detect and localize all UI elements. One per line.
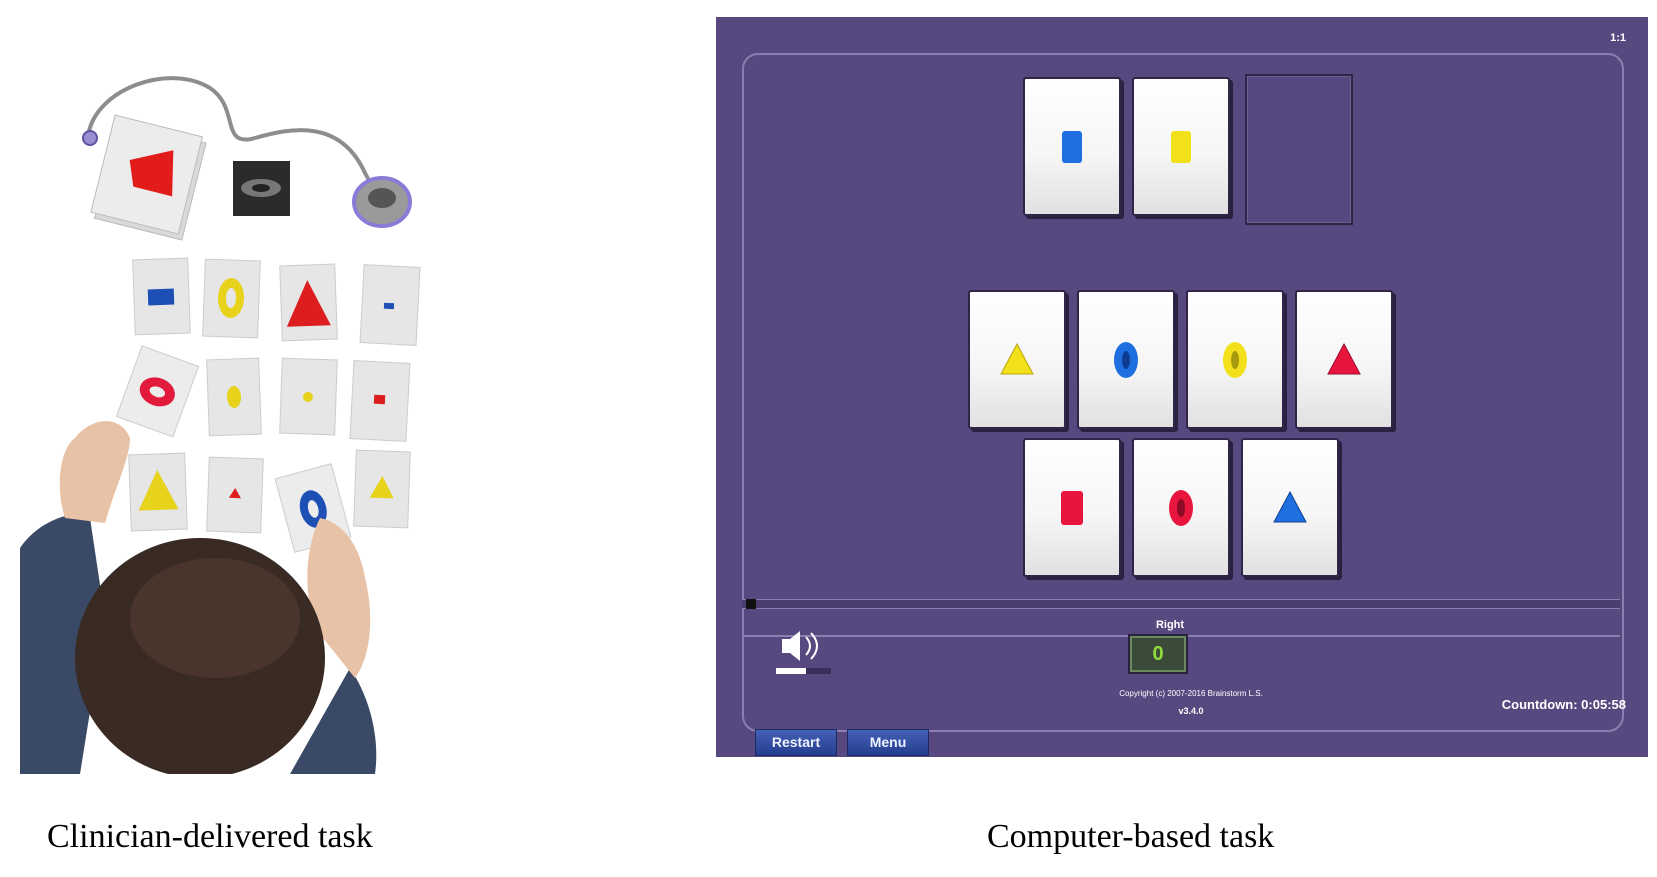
level-indicator: 1:1 <box>1610 32 1626 44</box>
card-deck <box>90 114 207 241</box>
blue-ring-icon <box>1114 341 1138 378</box>
person-figure <box>20 421 377 774</box>
game-screen: 1:1 Right 0 Restart <box>716 17 1648 757</box>
restart-button[interactable]: Restart <box>755 729 837 756</box>
speaker-icon[interactable] <box>776 627 836 677</box>
empty-card-slot[interactable] <box>1245 74 1353 225</box>
yellow-cylinder-icon <box>1171 130 1191 163</box>
red-cone-icon <box>1327 342 1361 374</box>
left-caption: Clinician-delivered task <box>47 818 373 855</box>
headset-cable <box>86 76 392 205</box>
copyright-text: Copyright (c) 2007-2016 Brainstorm L.S. <box>1119 689 1263 698</box>
version-text: v3.4.0 <box>1178 706 1204 716</box>
choice-card-2[interactable] <box>1077 290 1175 429</box>
right-caption: Computer-based task <box>987 818 1275 855</box>
choice-card-1[interactable] <box>968 290 1066 429</box>
cable-plug <box>82 130 98 146</box>
red-ring-icon <box>1169 489 1193 526</box>
photo-card-grid <box>115 257 421 553</box>
menu-button[interactable]: Menu <box>847 729 929 756</box>
progress-track <box>742 599 1620 609</box>
choice-card-5[interactable] <box>1023 438 1121 577</box>
countdown-timer: Countdown: 0:05:58 <box>1501 697 1626 712</box>
feedback-value: 0 <box>1128 634 1188 674</box>
clinician-task-photo <box>20 18 525 774</box>
choice-card-4[interactable] <box>1295 290 1393 429</box>
blue-cylinder-icon <box>1062 130 1082 163</box>
volume-slider[interactable] <box>776 668 831 674</box>
sample-card-1 <box>1023 77 1121 216</box>
choice-card-3[interactable] <box>1186 290 1284 429</box>
volume-level <box>776 668 806 674</box>
mouse-button <box>368 188 396 208</box>
yellow-cone-icon <box>1000 342 1034 374</box>
progress-marker <box>746 599 756 609</box>
choice-card-6[interactable] <box>1132 438 1230 577</box>
red-cylinder-icon <box>1061 490 1083 525</box>
feedback-label: Right <box>1155 619 1185 631</box>
choice-card-7[interactable] <box>1241 438 1339 577</box>
photo-illustration <box>20 76 421 774</box>
game-board-frame <box>742 53 1624 732</box>
yellow-ring-icon <box>1223 341 1247 378</box>
sample-card-2 <box>1132 77 1230 216</box>
blue-cone-icon <box>1273 490 1307 522</box>
